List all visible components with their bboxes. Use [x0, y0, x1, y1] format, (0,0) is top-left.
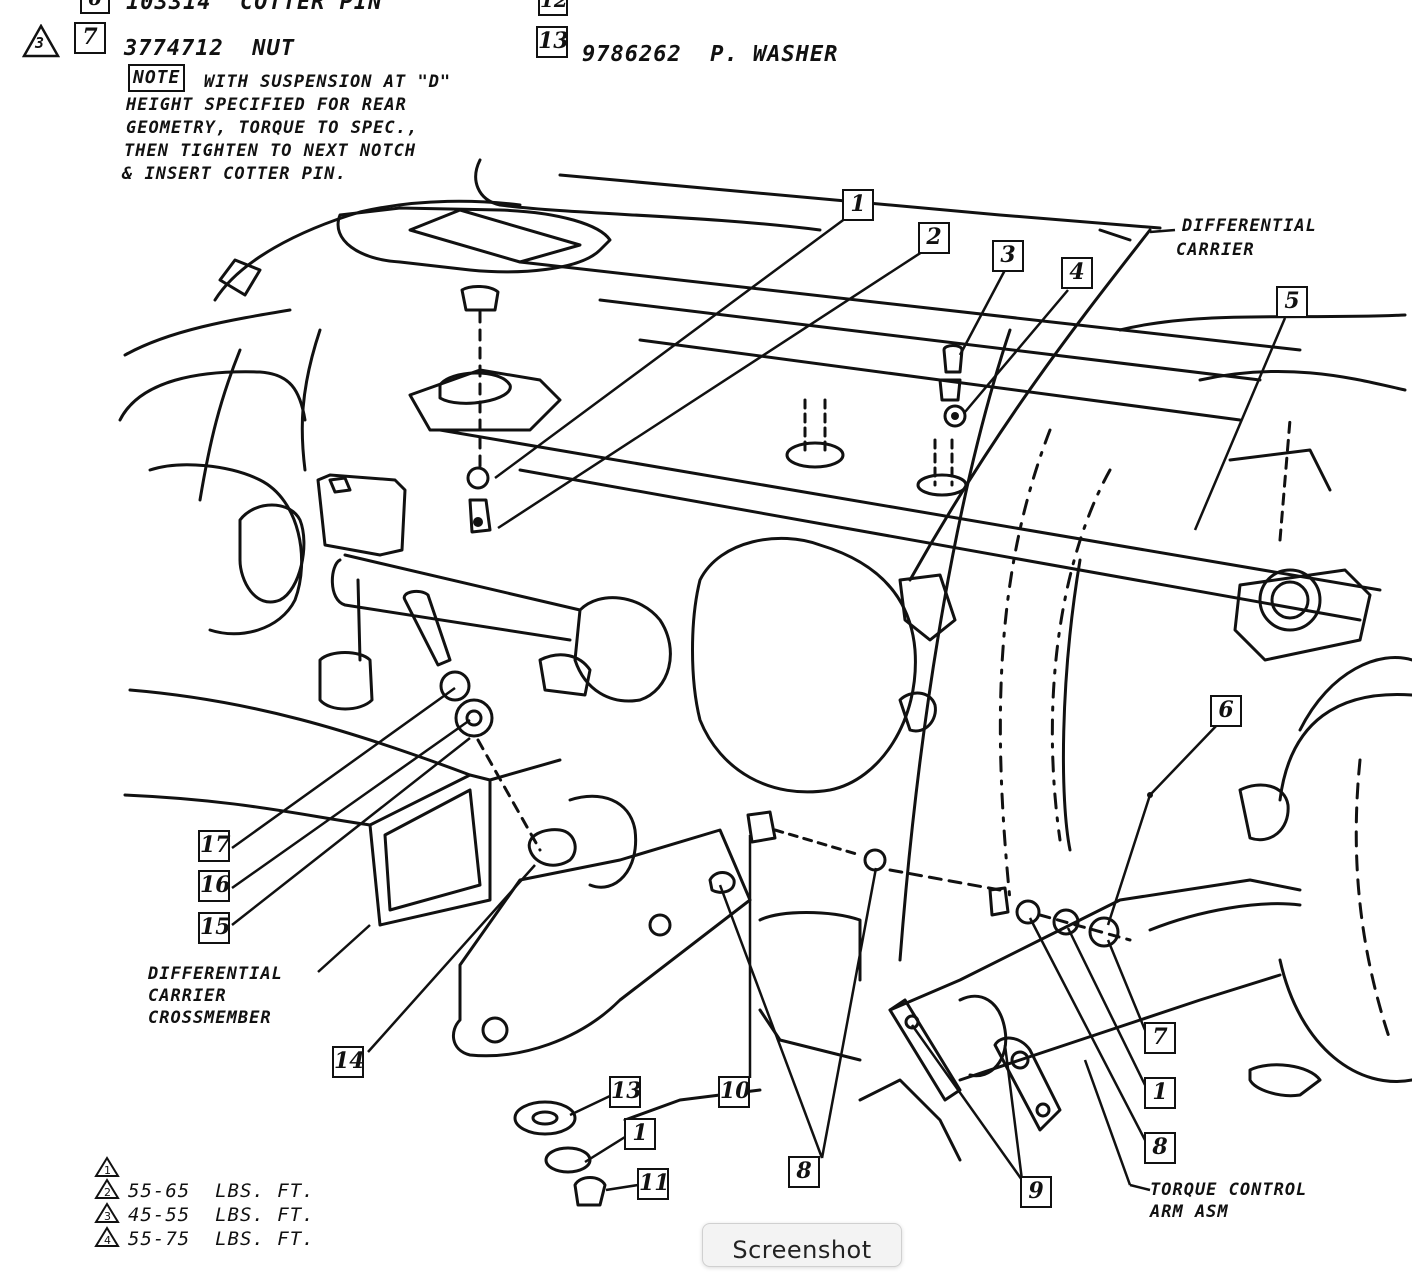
header-row0-code-box: 6 — [80, 0, 110, 14]
differential-carrier-label-line2: CARRIER — [1176, 240, 1255, 260]
callout-1-lower: 1 — [624, 1118, 656, 1150]
legend-triangle-icon: 4 — [94, 1226, 120, 1247]
legend-text-2: 55-65 LBS. FT. — [128, 1180, 315, 1202]
crossmember-label-line1: DIFFERENTIAL — [148, 964, 283, 984]
torque-spec-triangle-icon — [22, 24, 60, 58]
callout-11: 11 — [637, 1168, 670, 1200]
legend-mark-1: 1 — [104, 1164, 111, 1177]
note-line-1: WITH SUSPENSION AT "D" — [204, 72, 452, 92]
header-row0-text: 103314 COTTER PIN — [126, 0, 383, 15]
torque-arm-label-line2: ARM ASM — [1150, 1202, 1229, 1222]
note-line-5: & INSERT COTTER PIN. — [122, 164, 347, 184]
header-row1-right-code-box: 13 — [536, 26, 569, 58]
callout-10: 10 — [718, 1076, 751, 1108]
header-row1-triangle-number: 3 — [35, 34, 46, 52]
note-line-3: GEOMETRY, TORQUE TO SPEC., — [126, 118, 419, 138]
legend-mark-4: 4 — [104, 1234, 111, 1247]
callout-1-right: 1 — [1144, 1077, 1176, 1109]
callout-2: 2 — [918, 222, 950, 254]
torque-legend: 1 2 55-65 LBS. FT. 3 45-55 LBS. FT. 4 55… — [94, 1156, 374, 1256]
note-line-4: THEN TIGHTEN TO NEXT NOTCH — [124, 141, 417, 161]
legend-row-2: 2 55-65 LBS. FT. — [94, 1178, 314, 1202]
header-row1-code: 7 — [82, 24, 98, 50]
crossmember-label-line2: CARRIER — [148, 986, 227, 1006]
legend-triangle-icon: 1 — [94, 1156, 120, 1177]
callout-8-left: 8 — [788, 1156, 820, 1188]
callout-16: 16 — [198, 870, 231, 902]
header-row1-text: 3774712 NUT — [124, 36, 295, 61]
callout-4: 4 — [1061, 257, 1093, 289]
legend-mark-3: 3 — [104, 1210, 111, 1223]
header-row1-right-code: 13 — [538, 28, 569, 54]
callout-15: 15 — [198, 912, 231, 944]
legend-text-4: 55-75 LBS. FT. — [128, 1228, 315, 1250]
callout-14: 14 — [332, 1046, 365, 1078]
legend-row-3: 3 45-55 LBS. FT. — [94, 1202, 314, 1226]
callout-5: 5 — [1276, 286, 1308, 318]
legend-mark-2: 2 — [104, 1186, 111, 1199]
crossmember-label-line3: CROSSMEMBER — [148, 1008, 272, 1028]
header-row1-code-box: 7 — [74, 22, 106, 54]
callout-8-right: 8 — [1144, 1132, 1176, 1164]
legend-row-1: 1 — [94, 1156, 120, 1180]
note-tag: NOTE — [133, 67, 181, 88]
callout-6: 6 — [1210, 695, 1242, 727]
callout-17: 17 — [198, 830, 231, 862]
callout-7: 7 — [1144, 1022, 1176, 1054]
header-row0-code: 6 — [88, 0, 102, 10]
callout-9: 9 — [1020, 1176, 1052, 1208]
legend-triangle-icon: 2 — [94, 1178, 120, 1199]
screenshot-button[interactable]: Screenshot — [702, 1223, 902, 1267]
header-row0-right-code: 12 — [540, 0, 568, 12]
legend-triangle-icon: 3 — [94, 1202, 120, 1223]
differential-carrier-label-line1: DIFFERENTIAL — [1182, 216, 1317, 236]
legend-row-4: 4 55-75 LBS. FT. — [94, 1226, 314, 1250]
legend-text-3: 45-55 LBS. FT. — [128, 1204, 315, 1226]
note-line-2: HEIGHT SPECIFIED FOR REAR — [126, 95, 407, 115]
torque-arm-label-line1: TORQUE CONTROL — [1150, 1180, 1308, 1200]
header-row1-right-text: 9786262 P. WASHER — [582, 42, 839, 67]
callout-13: 13 — [609, 1076, 642, 1108]
note-tag-box: NOTE — [128, 64, 186, 92]
header-row0-right-code-box: 12 — [538, 0, 568, 16]
callout-3: 3 — [992, 240, 1024, 272]
callout-1: 1 — [842, 189, 874, 221]
